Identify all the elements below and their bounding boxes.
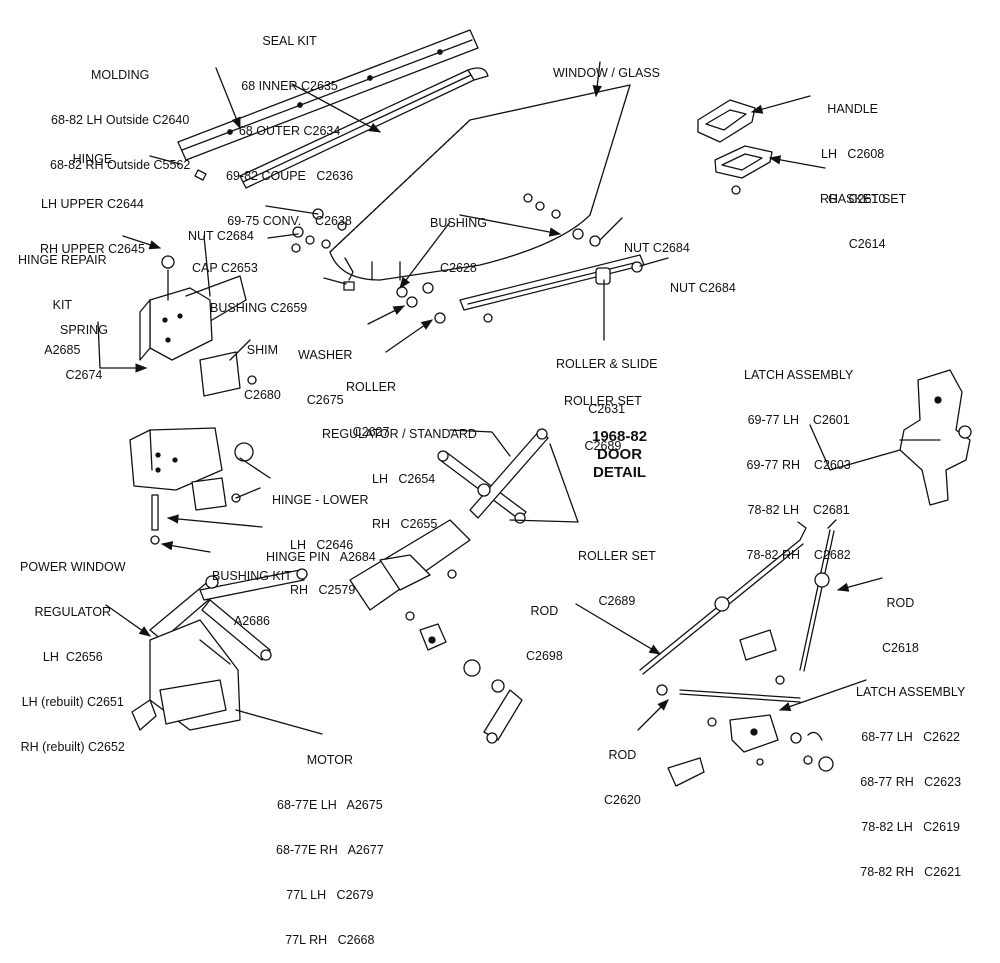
leader-lines [97, 61, 901, 735]
nut-right2-label: NUT C2684 [670, 281, 736, 295]
molding-label: MOLDING 68-82 LH Outside C2640 68-82 RH … [50, 68, 191, 172]
regulator-standard-part [349, 428, 549, 611]
motor-label: MOTOR 68-77E LH A2675 68-77E RH A2677 77… [276, 753, 384, 947]
rod-c2620-part [656, 675, 801, 703]
hinge-upper-label: HINGE LH UPPER C2644 RH UPPER C2645 [40, 152, 145, 256]
latch-assembly-bottom-label: LATCH ASSEMBLY 68-77 LH C2622 68-77 RH C… [856, 685, 966, 879]
seal-strip-part [239, 67, 489, 189]
spring-label: SPRING C2674 [60, 323, 108, 382]
seal-kit-label: SEAL KIT 68 INNER C2635 68 OUTER C2634 6… [226, 34, 354, 228]
lower-hinge-part [129, 427, 254, 545]
latch-assembly-bottom-part [667, 629, 834, 787]
rod-c2620-label: ROD C2620 [604, 748, 641, 807]
window-glass-label: WINDOW / GLASS [553, 66, 660, 80]
molding-part [177, 29, 479, 181]
bushing-c2659-label: BUSHING C2659 [210, 301, 308, 315]
rod-c2698-label: ROD C2698 [526, 604, 563, 663]
cap-label: CAP C2653 [192, 261, 258, 275]
hinge-repair-kit-label: HINGE REPAIR KIT A2685 [18, 253, 107, 357]
hinge-pin-label: HINGE PIN A2684 [266, 550, 376, 564]
latch-assembly-top-label: LATCH ASSEMBLY 69-77 LH C2601 69-77 RH C… [744, 368, 854, 562]
nut-left-label: NUT C2684 [188, 229, 254, 243]
power-window-regulator-label: POWER WINDOW REGULATOR LH C2656 LH (rebu… [20, 560, 126, 754]
hinge-lower-label: HINGE - LOWER LH C2646 RH C2579 [272, 493, 369, 597]
regulator-standard-label: REGULATOR / STANDARD LH C2654 RH C2655 [322, 427, 477, 531]
rod-c2618-part [799, 519, 837, 672]
glass-hardware-parts [291, 193, 643, 324]
roller-set-mid-label: ROLLER SET C2689 [578, 549, 656, 608]
roller-slide-label: ROLLER & SLIDE C2631 [556, 357, 658, 416]
nut-right1-label: NUT C2684 [624, 241, 690, 255]
door-exploded-diagram [97, 29, 972, 787]
regulator-handle-parts [405, 611, 523, 744]
shim-label: SHIM C2680 [244, 343, 281, 402]
gasket-set-label: GASKET SET C2614 [828, 192, 907, 251]
handle-part [697, 99, 773, 195]
bushing-c2628-label: BUSHING C2628 [430, 216, 487, 275]
rod-c2698-part [639, 521, 807, 675]
washer-label: WASHER C2675 [298, 348, 353, 407]
roller-label: ROLLER C2627 [346, 380, 397, 439]
handle-label: HANDLE LH C2608 RH C2610 [820, 102, 886, 206]
power-window-regulator-part [131, 568, 308, 731]
latch-assembly-top-part [899, 369, 972, 506]
door-detail-title: 1968-82 DOOR DETAIL [592, 428, 648, 481]
roller-slide-part [459, 254, 645, 323]
rod-c2618-label: ROD C2618 [882, 596, 919, 655]
bushing-kit-label: BUSHING KIT A2686 [212, 569, 292, 628]
upper-hinge-part [139, 255, 257, 397]
roller-set-top-label: ROLLER SET C2689 [564, 394, 642, 453]
